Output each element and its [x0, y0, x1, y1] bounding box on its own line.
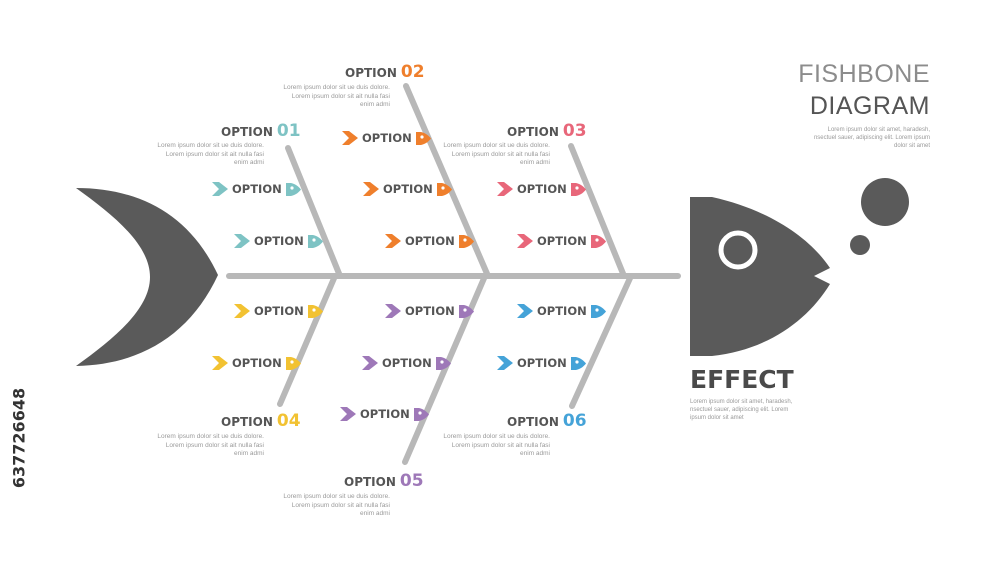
branch-02-option-2: OPTION	[363, 182, 452, 196]
title-line-2: DIAGRAM	[809, 92, 930, 120]
chevron-icon	[340, 407, 356, 421]
chevron-icon	[342, 131, 358, 145]
fish-icon	[590, 234, 606, 248]
option-label: OPTION	[405, 234, 455, 248]
fish-tail	[76, 188, 218, 366]
fish-icon	[285, 356, 301, 370]
title-line-1: FISHBONE	[798, 60, 930, 88]
branch-01-heading: OPTION 01	[221, 121, 301, 141]
branch-01-description: Lorem ipsum dolor sit ue duis dolore. Lo…	[157, 142, 264, 166]
branch-06-description: Lorem ipsum dolor sit ue duis dolore. Lo…	[443, 433, 550, 457]
branch-04-description: Lorem ipsum dolor sit ue duis dolore. Lo…	[157, 433, 264, 457]
bubble-large	[861, 178, 909, 226]
branch-05-option-2: OPTION	[362, 356, 451, 370]
fish-icon	[413, 407, 429, 421]
chevron-icon	[497, 356, 513, 370]
branch-06-heading: OPTION 06	[507, 411, 587, 431]
fish-icon	[307, 304, 323, 318]
branch-02-option-3: OPTION	[385, 234, 474, 248]
branch-03-number: 03	[562, 121, 587, 141]
branch-03-option-2: OPTION	[517, 234, 606, 248]
chevron-icon	[212, 182, 228, 196]
option-label: OPTION	[254, 234, 304, 248]
branch-03-option-1: OPTION	[497, 182, 586, 196]
branch-05-description: Lorem ipsum dolor sit ue duis dolore. Lo…	[283, 493, 390, 517]
fish-head	[690, 197, 830, 356]
option-label: OPTION	[382, 356, 432, 370]
option-label: OPTION	[254, 304, 304, 318]
chevron-icon	[517, 234, 533, 248]
branch-04-heading-label: OPTION	[221, 415, 273, 429]
option-label: OPTION	[360, 407, 410, 421]
bone-02	[403, 83, 491, 279]
chevron-icon	[234, 234, 250, 248]
branch-04-option-2: OPTION	[212, 356, 301, 370]
fish-eye	[718, 230, 758, 270]
watermark-text: 637726648	[9, 387, 29, 489]
branch-01-heading-label: OPTION	[221, 125, 273, 139]
fish-icon	[570, 182, 586, 196]
branch-02-heading-label: OPTION	[345, 66, 397, 80]
chevron-icon	[362, 356, 378, 370]
branch-06-option-1: OPTION	[517, 304, 606, 318]
option-label: OPTION	[517, 182, 567, 196]
branch-04-option-1: OPTION	[234, 304, 323, 318]
branch-05-heading-label: OPTION	[344, 475, 396, 489]
fish-icon	[458, 304, 474, 318]
branch-03-description: Lorem ipsum dolor sit ue duis dolore. Lo…	[443, 142, 550, 166]
branch-03-heading-label: OPTION	[507, 125, 559, 139]
branch-06-option-2: OPTION	[497, 356, 586, 370]
chevron-icon	[212, 356, 228, 370]
option-label: OPTION	[232, 356, 282, 370]
branch-03-heading: OPTION 03	[507, 121, 587, 141]
effect-description: Lorem ipsum dolor sit amet, haradesh, ns…	[690, 399, 793, 421]
chevron-icon	[385, 304, 401, 318]
fish-icon	[590, 304, 606, 318]
branch-05-option-3: OPTION	[340, 407, 429, 421]
chevron-icon	[385, 234, 401, 248]
effect-label: EFFECT	[690, 365, 794, 394]
bubble-small	[850, 235, 870, 255]
chevron-icon	[363, 182, 379, 196]
watermark: 637726648	[8, 322, 30, 554]
option-label: OPTION	[362, 131, 412, 145]
title-description: Lorem ipsum dolor sit amet, haradesh, ns…	[813, 127, 930, 149]
option-label: OPTION	[405, 304, 455, 318]
bone-06	[569, 273, 634, 409]
fish-icon	[415, 131, 431, 145]
fish-icon	[285, 182, 301, 196]
branch-01-option-2: OPTION	[234, 234, 323, 248]
branch-04-heading: OPTION 04	[221, 411, 301, 431]
option-label: OPTION	[232, 182, 282, 196]
fish-icon	[436, 182, 452, 196]
fish-icon	[307, 234, 323, 248]
branch-02-number: 02	[400, 62, 425, 82]
branch-01-number: 01	[276, 121, 301, 141]
chevron-icon	[234, 304, 250, 318]
chevron-icon	[497, 182, 513, 196]
option-label: OPTION	[383, 182, 433, 196]
option-label: OPTION	[517, 356, 567, 370]
fish-icon	[458, 234, 474, 248]
branch-02-option-1: OPTION	[342, 131, 431, 145]
bone-03	[568, 143, 627, 279]
option-label: OPTION	[537, 304, 587, 318]
chevron-icon	[517, 304, 533, 318]
branch-02-description: Lorem ipsum dolor sit ue duis dolore. Lo…	[283, 84, 390, 108]
branch-05-option-1: OPTION	[385, 304, 474, 318]
fish-icon	[570, 356, 586, 370]
branch-04-number: 04	[276, 411, 301, 431]
branch-01-option-1: OPTION	[212, 182, 301, 196]
branch-06-heading-label: OPTION	[507, 415, 559, 429]
fish-icon	[435, 356, 451, 370]
branch-06-number: 06	[562, 411, 587, 431]
branch-02-heading: OPTION 02	[345, 62, 425, 82]
bone-01	[285, 145, 343, 279]
branch-05-heading: OPTION 05	[344, 471, 424, 491]
bone-05	[402, 273, 488, 465]
bone-04	[277, 273, 338, 407]
option-label: OPTION	[537, 234, 587, 248]
branch-05-number: 05	[399, 471, 424, 491]
